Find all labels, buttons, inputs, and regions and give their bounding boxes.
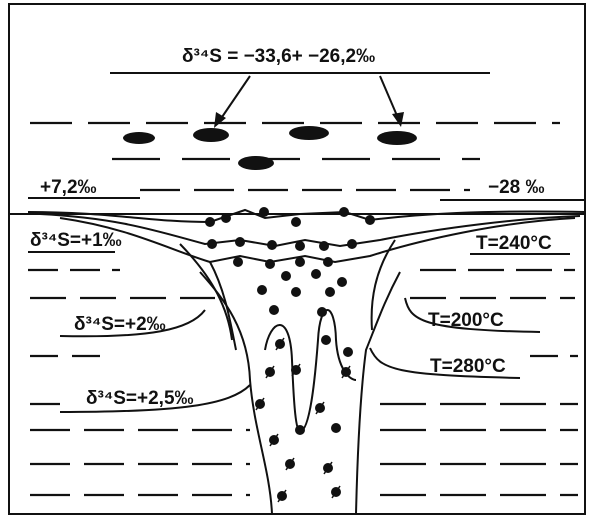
temp-240-label: T=240°C [476, 233, 552, 254]
isotope-25-label: δ³⁴S=+2,5‰ [86, 388, 194, 409]
isotope-1-label: δ³⁴S=+1‰ [30, 230, 122, 251]
temp-280-label: T=280°C [430, 356, 506, 377]
arrow-right [380, 76, 398, 118]
isotope-2-label: δ³⁴S=+2‰ [74, 314, 166, 335]
temp-200-label: T=200°C [428, 310, 504, 331]
left-value-label: +7,2‰ [40, 177, 97, 198]
sulfide-lenses [123, 126, 417, 170]
pipe-ticks [256, 338, 350, 502]
top-isotope-label: δ³⁴S = −33,6+ −26,2‰ [182, 46, 375, 67]
right-value-label: −28 ‰ [488, 177, 545, 198]
arrow-left [220, 76, 250, 120]
arrow-right-head [392, 112, 404, 127]
sample-dots [205, 207, 375, 501]
